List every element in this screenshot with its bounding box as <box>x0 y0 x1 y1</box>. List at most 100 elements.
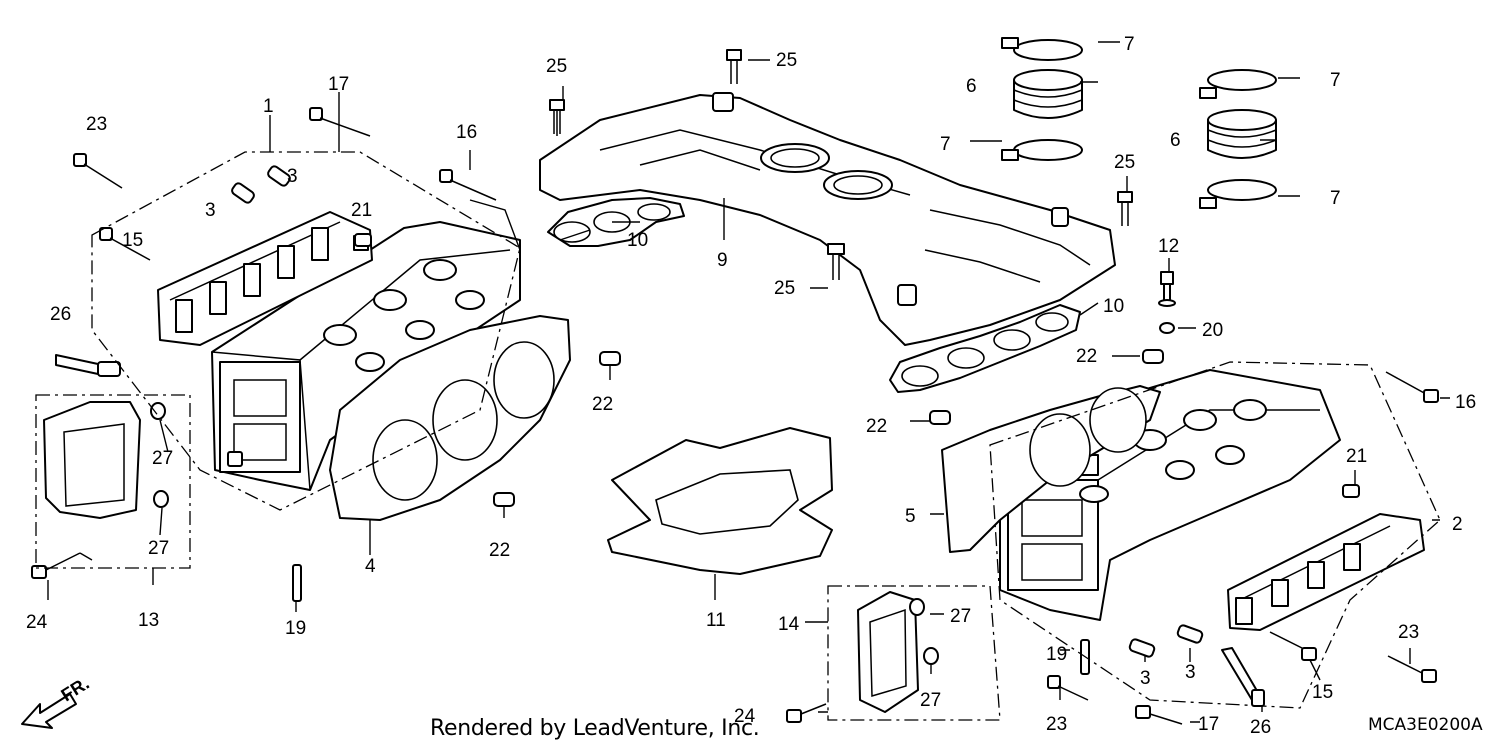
manifold-gasket-lower <box>889 304 1081 393</box>
intake-manifold <box>539 92 1116 346</box>
leader-lines <box>47 41 1450 723</box>
callout-16b: 16 <box>1455 392 1476 413</box>
callout-22c: 22 <box>866 416 887 437</box>
callout-19b: 19 <box>1046 644 1067 665</box>
callout-7a: 7 <box>1124 34 1135 55</box>
dowel-pin-22d <box>493 492 515 507</box>
callout-27b: 27 <box>148 538 169 559</box>
bolt-23-right <box>1387 655 1437 683</box>
group-outline-14 <box>827 585 1001 721</box>
bolt-17-right <box>1135 705 1183 725</box>
callout-10b: 10 <box>1103 296 1124 317</box>
bolt-25-group <box>549 49 1133 280</box>
callout-21b: 21 <box>1346 446 1367 467</box>
callout-3b: 3 <box>287 166 298 187</box>
callout-22a: 22 <box>592 394 613 415</box>
head-gasket-left <box>329 315 571 521</box>
spark-plug-left <box>55 354 121 377</box>
pin-3c <box>1128 638 1156 658</box>
callout-3c: 3 <box>1140 668 1151 689</box>
dowel-pin-22b <box>1142 349 1164 364</box>
callout-15b: 15 <box>1312 682 1333 703</box>
callout-26b: 26 <box>1250 717 1271 738</box>
callout-6b: 6 <box>1170 130 1181 151</box>
head-cover-right <box>857 591 919 713</box>
callout-22b: 22 <box>1076 346 1097 367</box>
group-outline-13 <box>35 394 191 569</box>
front-direction-arrow-icon: FR. <box>21 673 93 729</box>
bolt-24-left <box>31 552 81 579</box>
callouts: 1 2 3 3 3 3 4 5 6 6 7 7 7 7 9 10 10 11 1… <box>26 34 1476 738</box>
callout-3a: 3 <box>205 200 216 221</box>
callout-23b: 23 <box>1398 622 1419 643</box>
diagram-code: MCA3E0200A <box>1368 715 1483 735</box>
bolt-23-left <box>73 153 123 189</box>
head-gasket-right <box>941 385 1161 553</box>
callout-15a: 15 <box>122 230 143 251</box>
intake-joint-upper <box>1001 37 1083 161</box>
pin-3a <box>231 182 255 204</box>
callout-4: 4 <box>365 556 376 577</box>
callout-10a: 10 <box>627 230 648 251</box>
washer-20 <box>1159 322 1175 334</box>
callout-16a: 16 <box>456 122 477 143</box>
bolt-17-left <box>309 107 371 137</box>
callout-26a: 26 <box>50 304 71 325</box>
cylinder-head-left <box>211 221 521 491</box>
bolt-15-left <box>99 227 151 261</box>
bolt-16-right <box>1385 371 1439 403</box>
camshaft-holder-left <box>157 211 373 346</box>
pin-3d <box>1176 624 1204 644</box>
sensor-12 <box>1158 271 1176 307</box>
intake-joint-lower <box>1199 69 1277 209</box>
dowel-pin-22a <box>599 351 621 366</box>
callout-25b: 25 <box>776 50 797 71</box>
callout-7c: 7 <box>1330 70 1341 91</box>
callout-11: 11 <box>706 610 726 631</box>
callout-17a: 17 <box>328 74 349 95</box>
dowel-pin-22c <box>929 410 951 425</box>
seal-27c <box>909 598 925 616</box>
group-outline-2 <box>989 361 1441 709</box>
callout-25a: 25 <box>546 56 567 77</box>
callout-27c: 27 <box>950 606 971 627</box>
credit-text: Rendered by LeadVenture, Inc. <box>430 716 760 741</box>
callout-5: 5 <box>905 506 916 527</box>
pin-3b <box>267 165 291 187</box>
bolt-23-bottom <box>1047 675 1089 701</box>
callout-7b: 7 <box>940 134 951 155</box>
callout-23c: 23 <box>1046 714 1067 735</box>
callout-14: 14 <box>778 614 800 635</box>
callout-9: 9 <box>717 250 728 271</box>
spark-plug-right <box>1221 647 1265 707</box>
seal-27d <box>923 647 939 665</box>
callout-13: 13 <box>138 610 159 631</box>
callout-7d: 7 <box>1330 188 1341 209</box>
camshaft-holder-right <box>1227 513 1425 631</box>
bolt-16-left <box>439 169 497 201</box>
callout-24b: 24 <box>734 706 756 727</box>
callout-21a: 21 <box>351 200 372 221</box>
dowel-21b <box>1342 484 1360 498</box>
callout-19a: 19 <box>285 618 306 639</box>
valley-gasket <box>607 427 833 575</box>
callout-23a: 23 <box>86 114 107 135</box>
callout-27d: 27 <box>920 690 941 711</box>
callout-20: 20 <box>1202 320 1223 341</box>
seal-27a <box>150 402 166 420</box>
callout-1: 1 <box>263 96 274 117</box>
bolt-24-right <box>786 703 827 723</box>
callout-24a: 24 <box>26 612 48 633</box>
group-outline-1 <box>91 151 521 511</box>
stud-19a <box>292 564 302 602</box>
callout-25d: 25 <box>774 278 795 299</box>
callout-3d: 3 <box>1185 662 1196 683</box>
callout-25c: 25 <box>1114 152 1135 173</box>
callout-22d: 22 <box>489 540 510 561</box>
callout-27a: 27 <box>152 448 173 469</box>
head-cover-left <box>43 401 141 519</box>
callout-12: 12 <box>1158 236 1179 257</box>
callout-2: 2 <box>1452 514 1463 535</box>
callout-6a: 6 <box>966 76 977 97</box>
